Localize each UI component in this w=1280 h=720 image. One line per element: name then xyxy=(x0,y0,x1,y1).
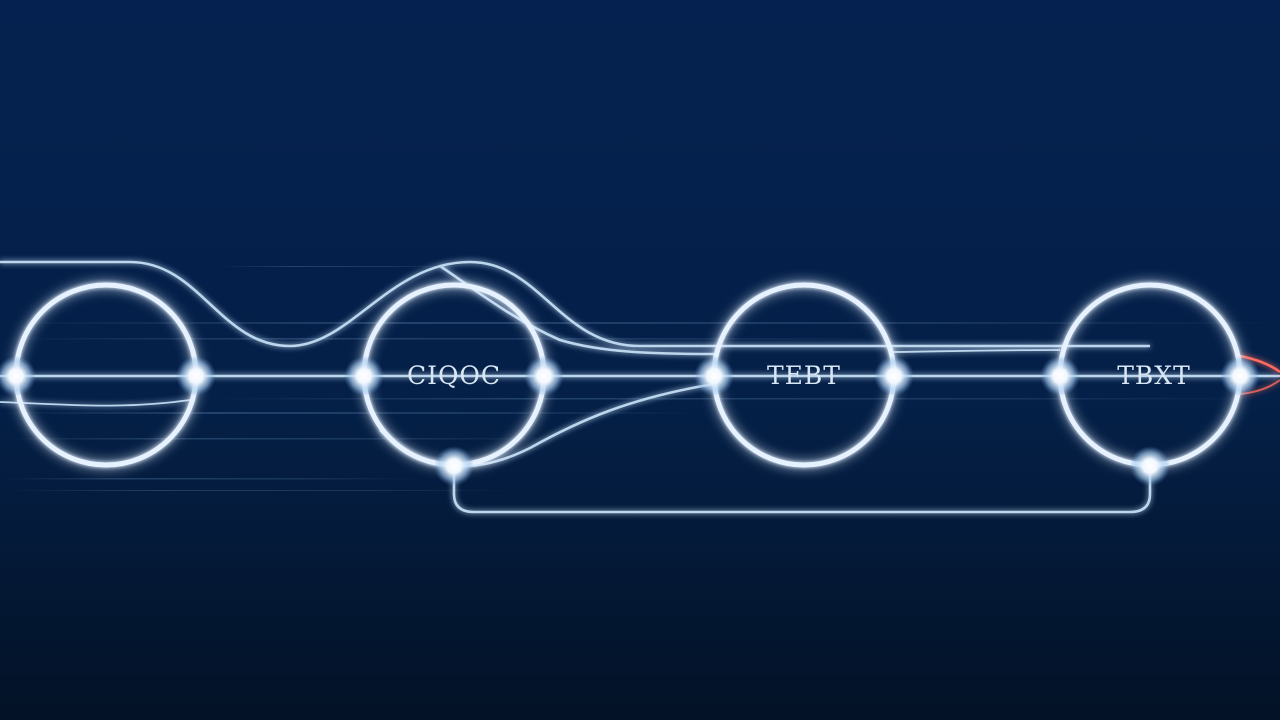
junction-dot xyxy=(1130,446,1170,486)
junction-dot xyxy=(694,356,734,396)
light-streaks xyxy=(0,266,1280,491)
wire-upper-wave xyxy=(0,260,1150,348)
junction-dots xyxy=(0,356,1260,486)
junction-dot xyxy=(176,356,216,396)
node-label-3: TEBT xyxy=(767,361,841,390)
junction-dot xyxy=(0,356,36,396)
junction-dot xyxy=(1220,356,1260,396)
junction-dot xyxy=(524,356,564,396)
wire-node3-node4-upper xyxy=(889,349,1061,353)
junction-dot xyxy=(874,356,914,396)
junction-dot xyxy=(434,446,474,486)
junction-dot xyxy=(1040,356,1080,396)
node-label-2: CIQOC xyxy=(407,361,501,390)
node-label-4: TBXT xyxy=(1117,361,1191,390)
wire-lower-loop xyxy=(452,468,1152,514)
node-labels: CIQOC TEBT TBXT xyxy=(407,361,1191,390)
junction-dot xyxy=(344,356,384,396)
